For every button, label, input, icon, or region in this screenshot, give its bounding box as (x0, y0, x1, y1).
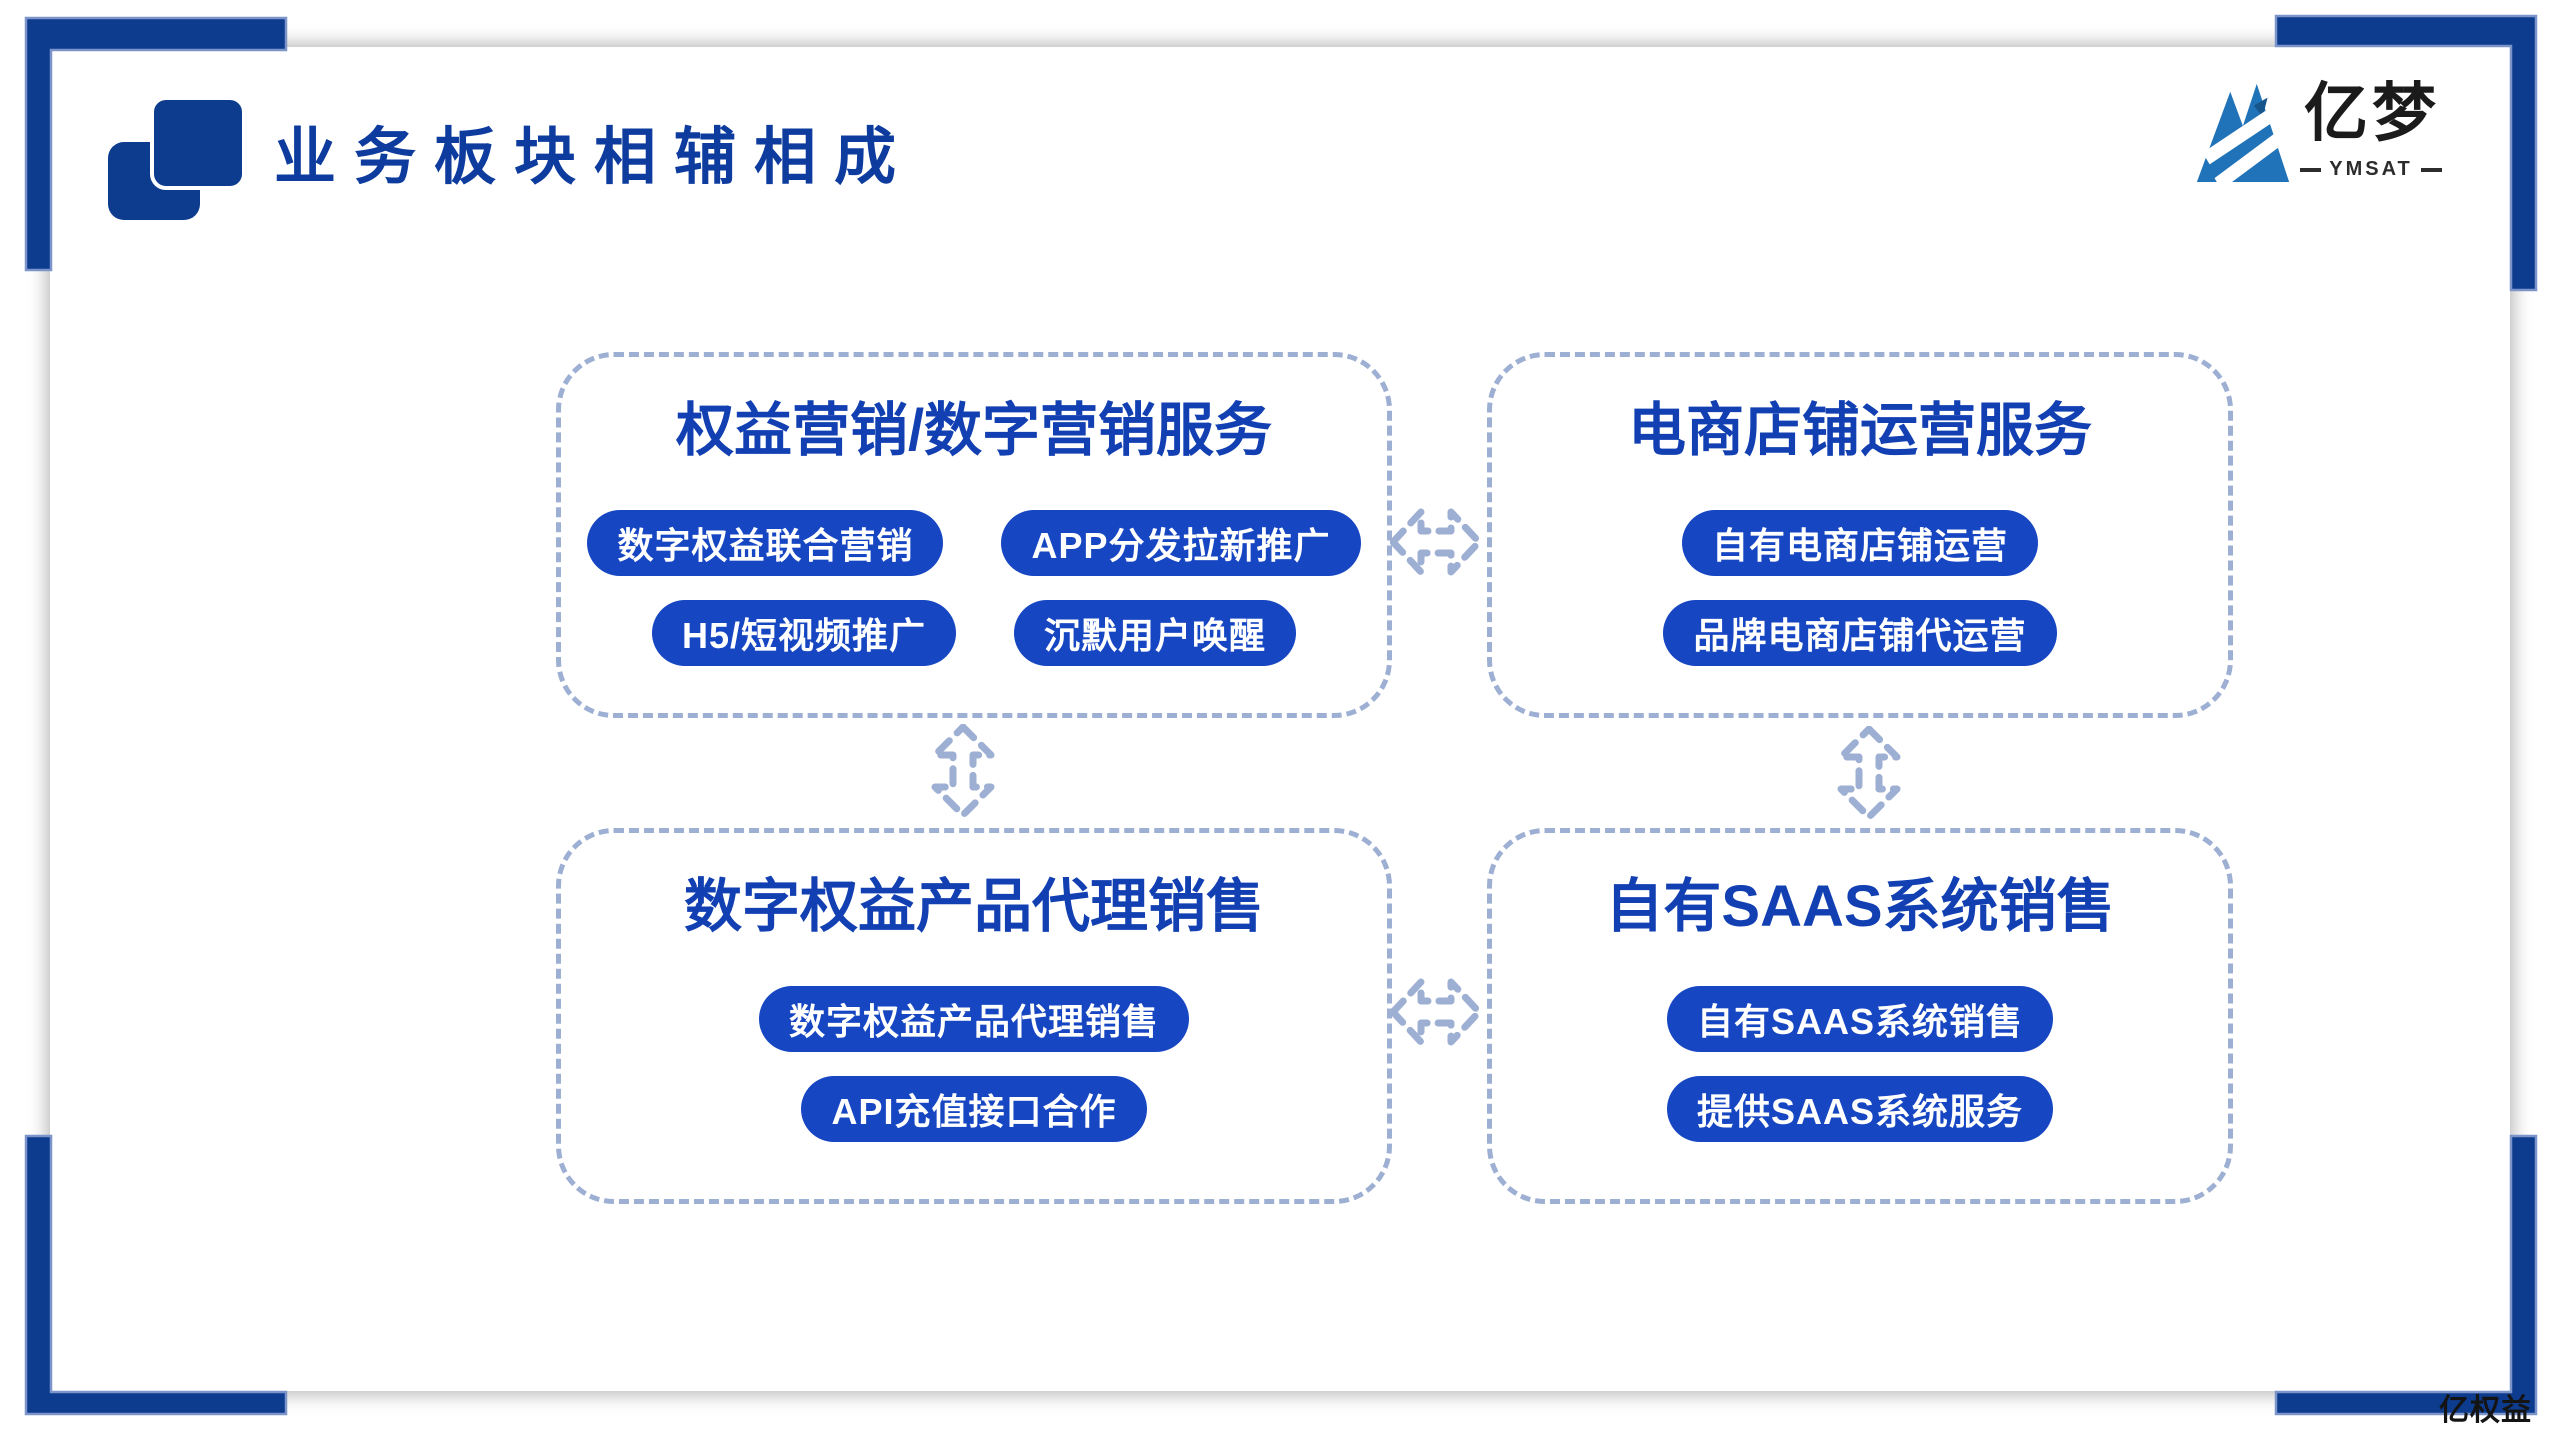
business-box-rights-agency: 数字权益产品代理销售 数字权益产品代理销售 API充值接口合作 (556, 828, 1392, 1204)
page-title: 业务板块相辅相成 (274, 123, 915, 192)
corner-accent-top-right (2274, 14, 2538, 292)
brand-subtitle: YMSAT (2329, 158, 2413, 180)
pill-row: 品牌电商店铺代运营 (1663, 599, 2057, 666)
double-arrow-vertical-icon (931, 724, 995, 818)
box-title: 数字权益产品代理销售 (683, 874, 1264, 939)
service-pill: 提供SAAS系统服务 (1666, 1075, 2054, 1142)
service-pill: 品牌电商店铺代运营 (1663, 599, 2057, 666)
pill-row: 提供SAAS系统服务 (1666, 1075, 2054, 1142)
service-pill: APP分发拉新推广 (1001, 509, 1361, 576)
service-pill: 自有电商店铺运营 (1681, 509, 2038, 576)
corner-accent-bottom-left (24, 1134, 288, 1416)
pill-row: 自有电商店铺运营 (1681, 509, 2038, 576)
box-title: 权益营销/数字营销服务 (675, 398, 1273, 463)
watermark: 亿权益 (2439, 1394, 2532, 1427)
double-arrow-horizontal-icon (1390, 508, 1482, 576)
brand-logo: 亿梦 YMSAT (2190, 70, 2450, 190)
pill-row: 数字权益联合营销 APP分发拉新推广 (587, 509, 1361, 576)
corner-accent-top-left (24, 16, 288, 272)
pill-row: 数字权益产品代理销售 (758, 985, 1189, 1052)
brand-subtitle-row: YMSAT (2300, 158, 2443, 181)
business-box-ecommerce: 电商店铺运营服务 自有电商店铺运营 品牌电商店铺代运营 (1487, 352, 2233, 718)
service-pill: H5/短视频推广 (651, 599, 956, 666)
subtitle-dash-left (2300, 167, 2322, 172)
service-pill: 数字权益产品代理销售 (758, 985, 1189, 1052)
pill-row: H5/短视频推广 沉默用户唤醒 (651, 599, 1297, 666)
box-title: 电商店铺运营服务 (1627, 398, 2092, 463)
mountain-logo-icon (2196, 83, 2291, 184)
service-pill: API充值接口合作 (801, 1075, 1147, 1142)
subtitle-dash-right (2420, 167, 2443, 172)
double-arrow-vertical-icon (1837, 726, 1901, 820)
business-box-rights-marketing: 权益营销/数字营销服务 数字权益联合营销 APP分发拉新推广 H5/短视频推广 … (556, 352, 1392, 718)
overlapping-cards-icon (104, 92, 246, 224)
card-shape-front (150, 96, 246, 190)
box-title: 自有SAAS系统销售 (1605, 874, 2115, 939)
corner-accent-bottom-right (2274, 1134, 2538, 1416)
pill-row: API充值接口合作 (801, 1075, 1147, 1142)
service-pill: 数字权益联合营销 (587, 509, 944, 576)
business-box-saas: 自有SAAS系统销售 自有SAAS系统销售 提供SAAS系统服务 (1487, 828, 2233, 1204)
pill-row: 自有SAAS系统销售 (1666, 985, 2054, 1052)
service-pill: 沉默用户唤醒 (1014, 599, 1297, 666)
service-pill: 自有SAAS系统销售 (1666, 985, 2054, 1052)
double-arrow-horizontal-icon (1390, 978, 1482, 1046)
brand-name: 亿梦 (2304, 77, 2440, 149)
